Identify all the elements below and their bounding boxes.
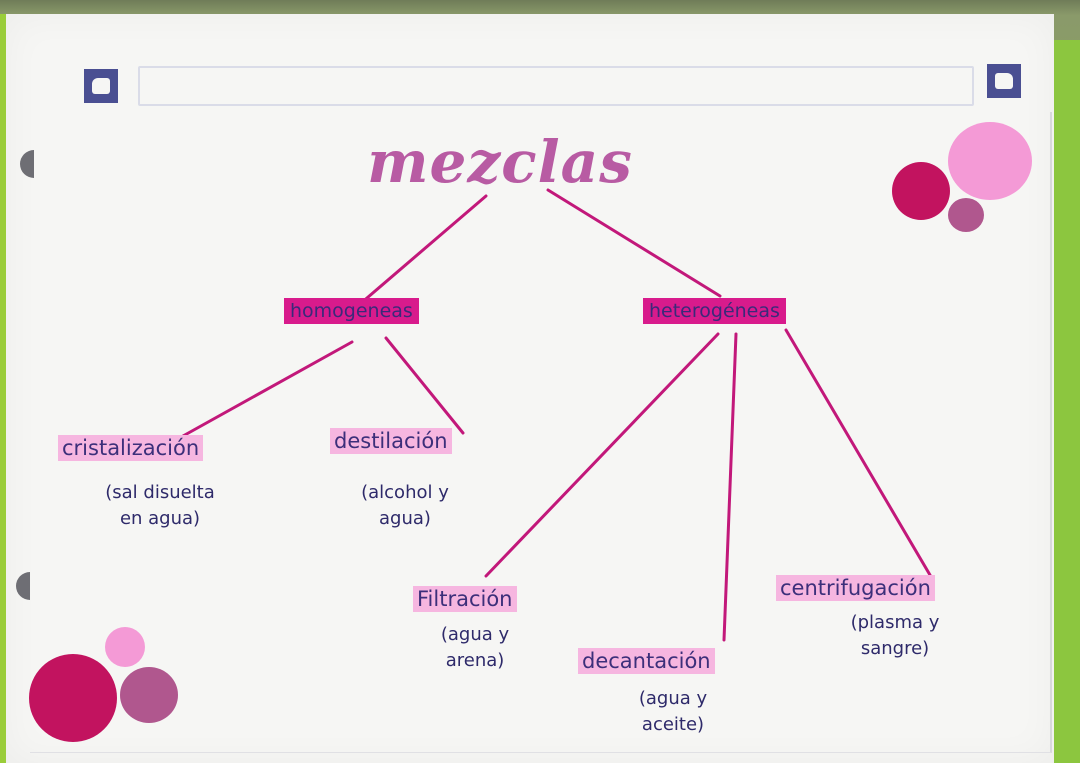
diagram-title: mezclas xyxy=(367,128,633,196)
decorative-dot-light-icon xyxy=(105,627,145,667)
line-homogeneas-destilacion xyxy=(384,336,465,435)
method-cristalizacion: cristalización xyxy=(58,435,204,461)
header-box xyxy=(138,66,974,106)
example-line: aceite) xyxy=(641,714,705,735)
method-centrifugacion: centrifugación xyxy=(776,575,935,601)
method-decantacion: decantación xyxy=(578,648,715,674)
method-destilacion: destilación xyxy=(330,428,452,454)
decorative-dot-dark-icon xyxy=(29,654,117,742)
branch-homogeneas: homogeneas xyxy=(284,298,419,324)
example-decantacion: (agua y aceite) xyxy=(598,686,748,738)
method-filtracion: Filtración xyxy=(413,586,517,612)
example-destilacion: (alcohol y agua) xyxy=(320,480,490,532)
example-line: (agua y xyxy=(638,688,708,709)
example-line: agua) xyxy=(379,508,431,529)
example-line: (alcohol y xyxy=(361,482,449,503)
paper-sheet xyxy=(6,14,1054,763)
line-heterogeneas-centrifugacion xyxy=(784,328,932,577)
example-filtracion: (agua y arena) xyxy=(400,622,550,674)
example-line: sangre) xyxy=(860,638,930,659)
example-line: en agua) xyxy=(119,508,201,529)
line-heterogeneas-decantacion xyxy=(722,332,738,642)
punch-hole-top xyxy=(20,150,34,178)
line-heterogeneas-filtracion xyxy=(484,332,720,578)
example-line: arena) xyxy=(445,650,505,671)
page-frame xyxy=(30,112,1052,753)
line-mezclas-heterogeneas xyxy=(546,188,722,298)
background-green-edge-right xyxy=(1054,40,1080,763)
background-green-edge-left xyxy=(0,14,8,763)
example-cristalizacion: (sal disuelta en agua) xyxy=(60,480,260,532)
punch-hole-bottom xyxy=(16,572,30,600)
branch-heterogeneas: heterogéneas xyxy=(643,298,786,324)
decorative-dot-mauve-icon xyxy=(948,198,984,232)
decorative-dot-dark-icon xyxy=(892,162,950,220)
decorative-dot-light-icon xyxy=(948,122,1032,200)
line-mezclas-homogeneas xyxy=(358,194,488,306)
example-line: (agua y xyxy=(440,624,510,645)
example-centrifugacion: (plasma y sangre) xyxy=(800,610,990,662)
decorative-dot-mauve-icon xyxy=(120,667,178,723)
corner-mark-left-icon xyxy=(84,69,118,103)
example-line: (sal disuelta xyxy=(105,482,215,503)
example-line: (plasma y xyxy=(850,612,940,633)
corner-mark-right-icon xyxy=(987,64,1021,98)
line-homogeneas-cristalizacion xyxy=(181,340,354,438)
